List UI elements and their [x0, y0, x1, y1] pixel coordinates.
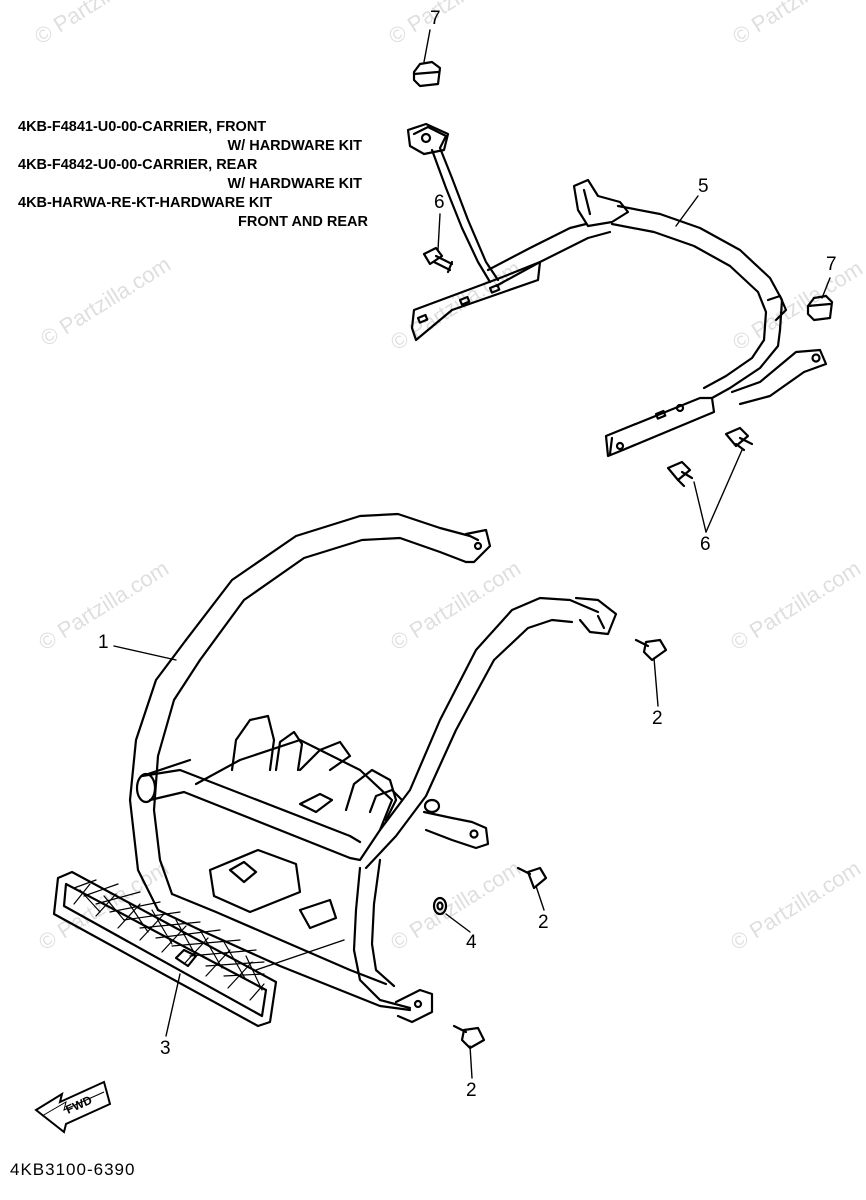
callout-6-right: 6 — [700, 534, 711, 555]
fwd-arrow-icon — [34, 1080, 112, 1134]
part-notes: 4KB-F4841-U0-00-CARRIER, FRONT W/ HARDWA… — [18, 118, 368, 232]
washer-4 — [432, 896, 448, 916]
bolt-6a — [422, 246, 454, 274]
bolt-2a — [634, 638, 668, 662]
note-front-hardware: W/ HARDWARE KIT — [227, 138, 362, 154]
note-front-and-rear: FRONT AND REAR — [238, 214, 368, 230]
rear-carrier — [406, 122, 828, 458]
note-hardware-kit: 4KB-HARWA-RE-KT-HARDWARE KIT — [18, 195, 273, 211]
grille-mesh — [52, 870, 278, 1028]
callout-7-right: 7 — [826, 254, 837, 275]
callout-2-bottom: 2 — [466, 1080, 477, 1101]
callout-7-top: 7 — [430, 8, 441, 29]
callout-4: 4 — [466, 932, 477, 953]
leader-lines — [113, 29, 831, 1079]
callout-1: 1 — [98, 632, 109, 653]
bolt-6c — [666, 460, 694, 488]
front-carrier — [128, 512, 618, 1024]
cap-7a — [412, 60, 442, 88]
callout-2-mid: 2 — [538, 912, 549, 933]
diagram-code: 4KB3100-6390 — [10, 1160, 136, 1179]
note-front-carrier: 4KB-F4841-U0-00-CARRIER, FRONT — [18, 119, 267, 135]
note-rear-hardware: W/ HARDWARE KIT — [227, 176, 362, 192]
bolt-2c — [452, 1024, 486, 1050]
note-rear-carrier: 4KB-F4842-U0-00-CARRIER, REAR — [18, 157, 258, 173]
callout-5: 5 — [698, 176, 709, 197]
bolt-6b — [724, 426, 754, 452]
callout-2-top: 2 — [652, 708, 663, 729]
callout-6-left: 6 — [434, 192, 445, 213]
callout-3: 3 — [160, 1038, 171, 1059]
cap-7b — [806, 294, 834, 322]
bolt-2b — [516, 866, 548, 890]
